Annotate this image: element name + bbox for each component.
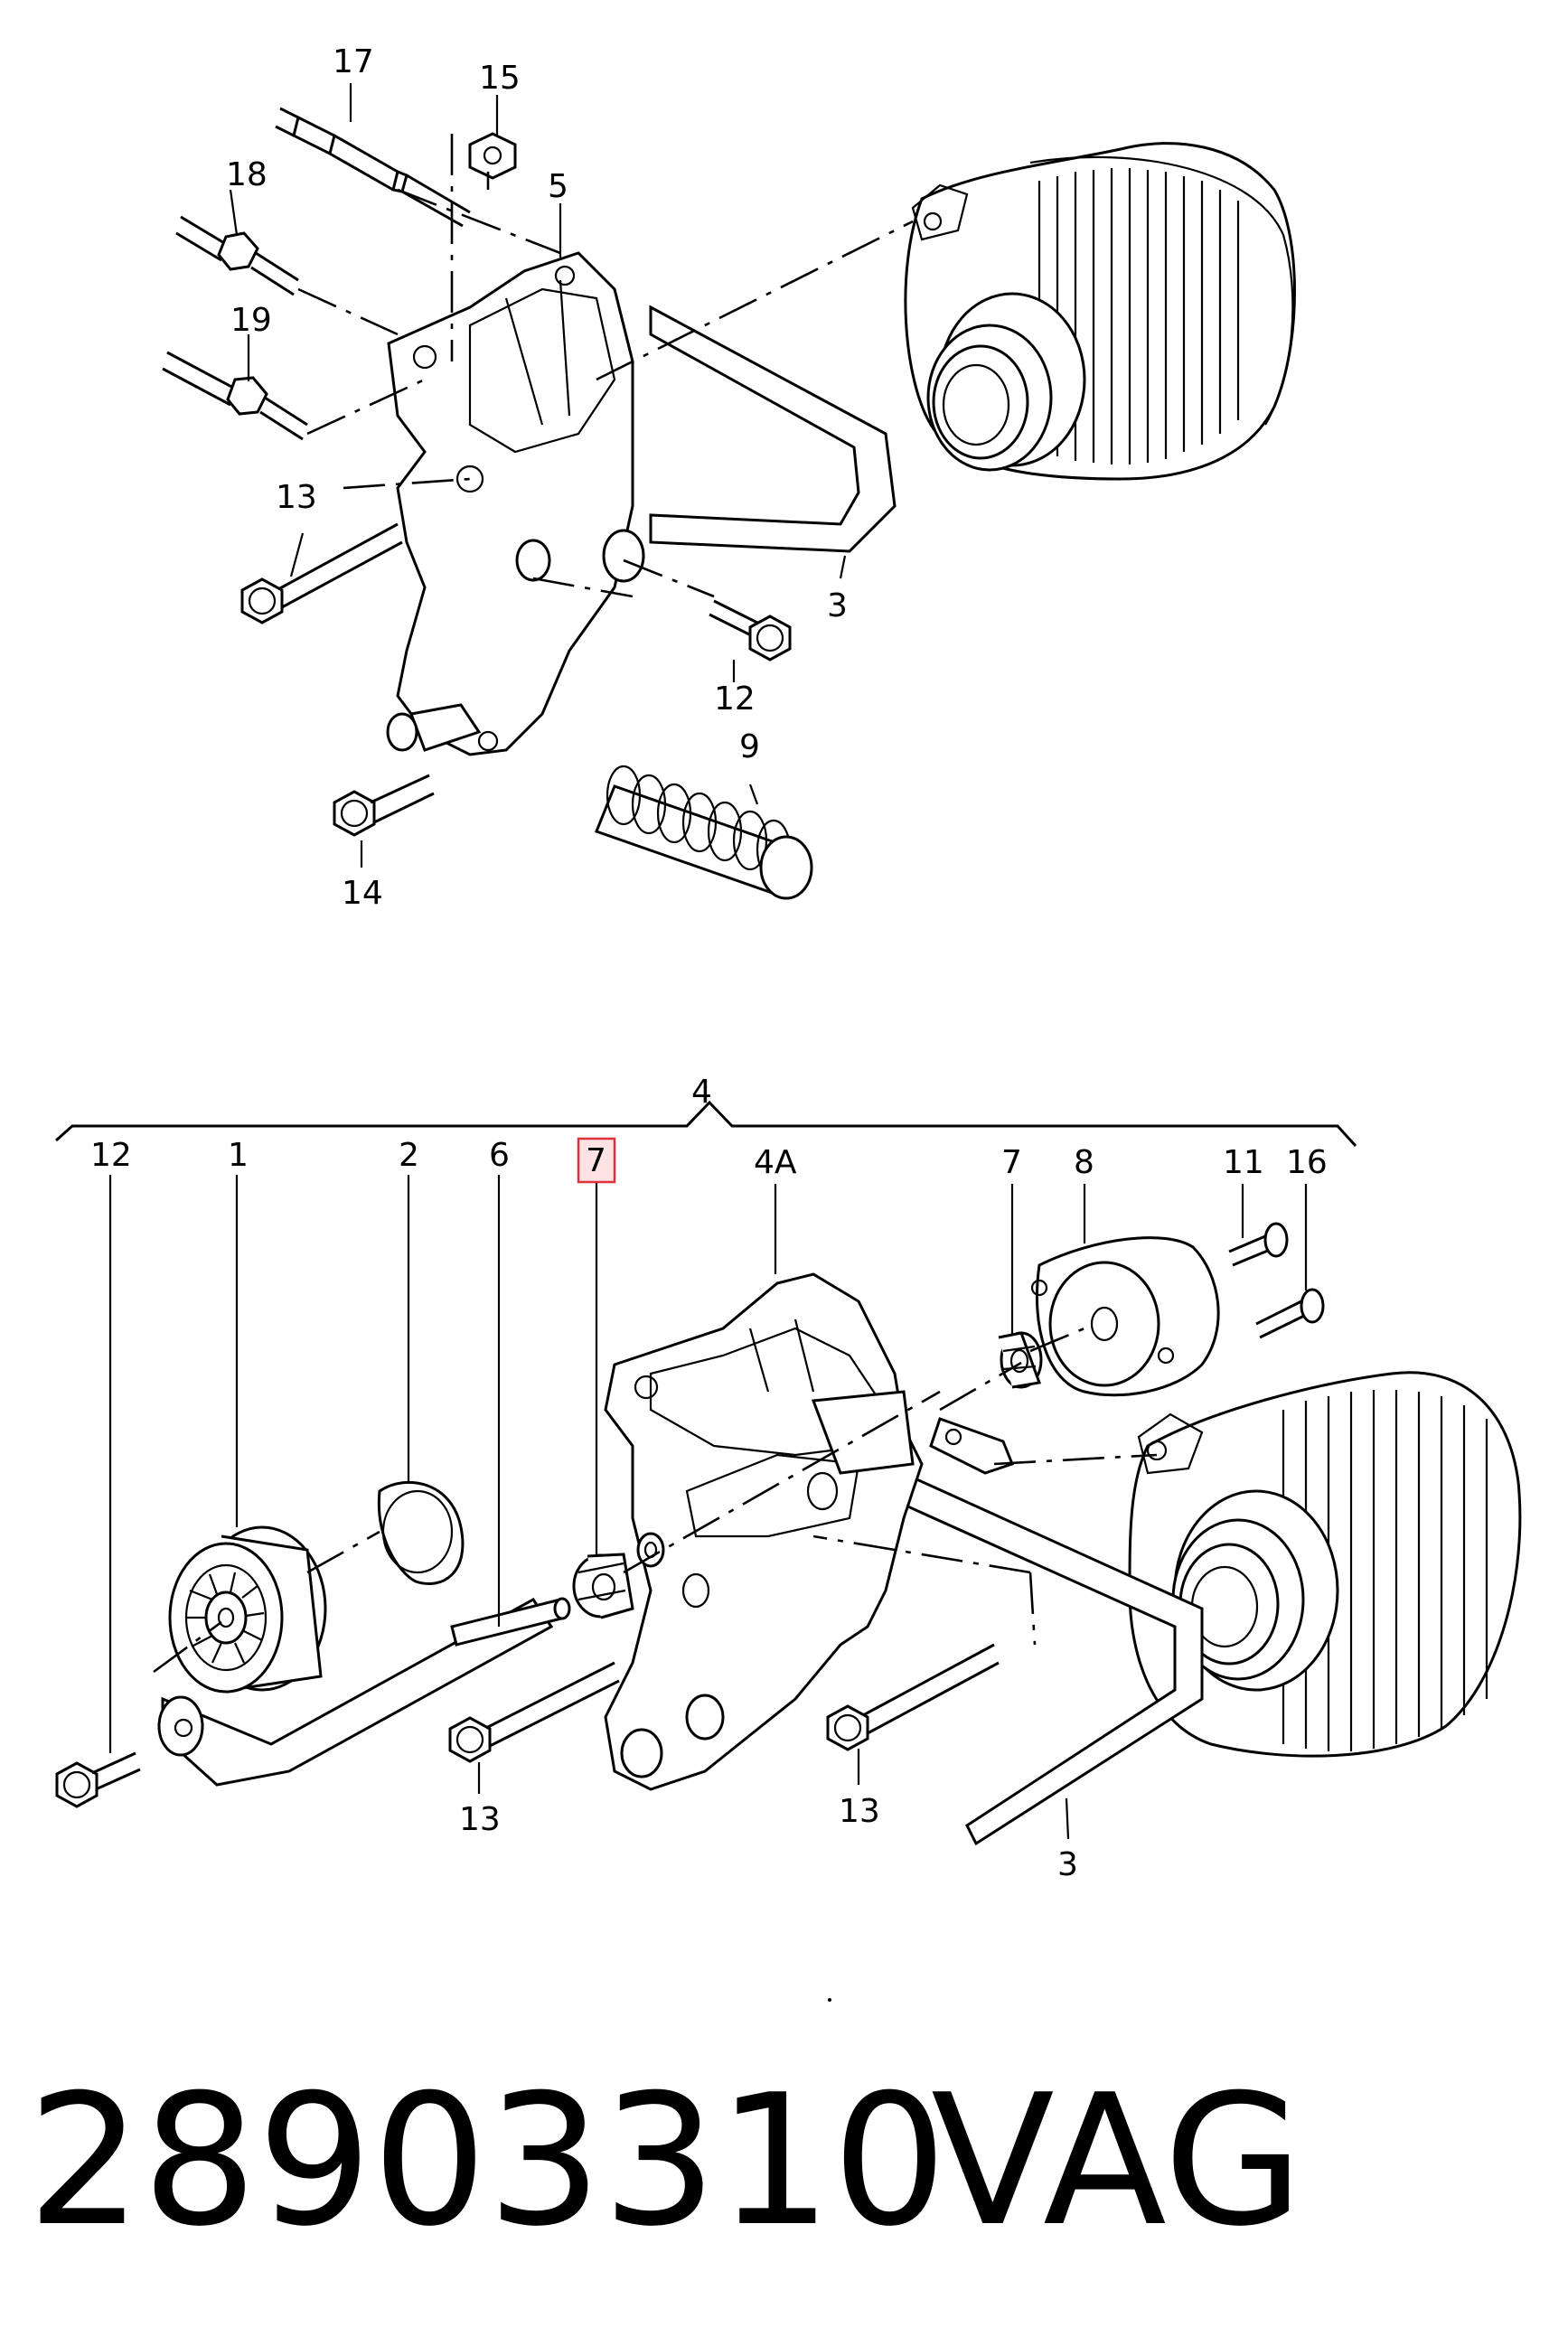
- bolt-13-bottom-right: [826, 1643, 1000, 1751]
- label-12-top: 12: [714, 680, 756, 718]
- label-17: 17: [333, 43, 374, 80]
- bolt-14: [333, 774, 435, 837]
- bush-7-right: [998, 1331, 1043, 1389]
- label-12-bottom: 12: [90, 1137, 132, 1174]
- cover-8: [1030, 1236, 1220, 1397]
- leaders-bottom: [108, 1175, 1308, 1840]
- label-11: 11: [1223, 1144, 1264, 1181]
- bolt-12-bottom: [55, 1751, 141, 1808]
- belt-top: [649, 305, 897, 553]
- label-9: 9: [739, 728, 760, 765]
- alternator-top: [904, 142, 1296, 481]
- label-13-bottom-right: 13: [839, 1793, 880, 1830]
- label-7-highlighted: 7: [586, 1142, 606, 1179]
- dash-lines-top: [297, 134, 914, 598]
- pin-6: [450, 1597, 571, 1647]
- bolt-12-top: [709, 599, 792, 662]
- alternator-bottom: [1128, 1371, 1522, 1758]
- label-19: 19: [230, 302, 272, 339]
- stray-dot: [828, 1998, 831, 2002]
- label-15: 15: [479, 60, 521, 97]
- leaders-top: [229, 83, 847, 868]
- label-16: 16: [1286, 1144, 1328, 1181]
- label-8: 8: [1074, 1144, 1094, 1181]
- bracket-4a: [604, 1272, 924, 1791]
- bush-7-left: [572, 1532, 665, 1619]
- belt-bottom: [902, 1475, 1204, 1846]
- stud-18: [175, 215, 299, 296]
- label-13-top: 13: [276, 479, 317, 516]
- bolt-13-top: [240, 522, 403, 624]
- label-14: 14: [342, 875, 383, 912]
- bolt-16: [1255, 1288, 1325, 1339]
- bolt-11: [1228, 1222, 1289, 1267]
- label-2: 2: [399, 1137, 419, 1174]
- label-13-bottom-left: 13: [459, 1801, 501, 1838]
- spring-9: [595, 765, 813, 900]
- label-18: 18: [226, 156, 268, 193]
- label-4a: 4A: [754, 1144, 797, 1181]
- highlight-box-7: [577, 1137, 616, 1184]
- cover-2: [377, 1480, 465, 1585]
- nut-15: [468, 132, 517, 180]
- top-assembly: 17 15 18 5 19 13 3 12 9 14: [162, 43, 1296, 912]
- bolt-17: [275, 107, 471, 228]
- label-3-top: 3: [827, 587, 848, 624]
- tensioner-arm: [157, 1598, 554, 1787]
- bolt-13-bottom-left: [448, 1661, 620, 1763]
- part-number: 28903310: [27, 2056, 947, 2266]
- label-1: 1: [228, 1137, 249, 1174]
- bracket-5: [386, 251, 645, 756]
- label-5: 5: [548, 168, 568, 205]
- dash-lines-bottom: [153, 1327, 1158, 1674]
- stud-19: [162, 351, 308, 441]
- label-6: 6: [489, 1137, 510, 1174]
- group-4-bracket: [55, 1100, 1357, 1148]
- label-4: 4: [691, 1074, 712, 1111]
- link-plate: [929, 1417, 1014, 1475]
- label-3-bottom: 3: [1057, 1846, 1078, 1883]
- pulley-1: [168, 1525, 327, 1694]
- label-7-right: 7: [1001, 1144, 1022, 1181]
- bottom-assembly: 4 12 1 2 6 7 4A 7 8 11 16 13 13 3: [55, 1074, 1522, 1883]
- brand-name: VAG: [931, 2056, 1303, 2266]
